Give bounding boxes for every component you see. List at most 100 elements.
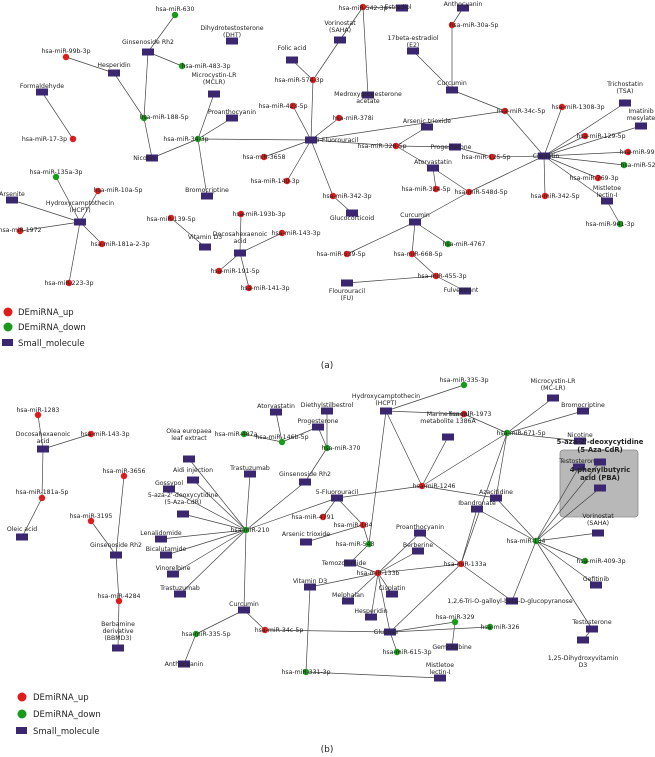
node-label: hsa-miR-3195 xyxy=(70,513,113,520)
small-molecule-marker xyxy=(16,533,28,541)
edge-a29-a31 xyxy=(362,6,403,9)
small-molecule-marker xyxy=(635,122,647,130)
node-b58: Gefitinib xyxy=(583,576,609,589)
node-a55: hsa-miR-520b xyxy=(620,161,655,169)
edge-a2-a9 xyxy=(143,51,149,119)
edge-a65-a66 xyxy=(414,221,449,245)
node-a33: hsa-miR-30a-5p xyxy=(448,21,499,29)
node-a14: Bromocriptine xyxy=(185,187,229,200)
node-label: Azacitidine xyxy=(479,489,513,496)
node-label: Estradiol xyxy=(384,4,411,11)
node-label: hsa-miR-328-5p xyxy=(357,143,406,150)
node-label: hsa-miR-342-5p xyxy=(530,193,579,200)
node-b21: Aidi injection xyxy=(173,467,213,484)
node-a54: hsa-miR-99b-5p xyxy=(619,148,655,156)
node-a68: hsa-miR-668-5p xyxy=(393,250,443,258)
mirna-up-marker xyxy=(65,279,73,287)
small-molecule-marker xyxy=(577,407,589,415)
node-label: Trastuzumab xyxy=(229,465,270,472)
node-a13: Nicotin xyxy=(133,154,158,162)
node-a29: hsa-miR-542-3p xyxy=(338,3,388,12)
small-molecule-marker xyxy=(407,47,419,55)
node-b57: 1,2,6-Tri-O-galloyl-beta-D-glucopyranose xyxy=(447,597,573,605)
small-molecule-marker xyxy=(490,494,502,502)
legend-panel-b: DEmiRNA_up DEmiRNA_down Small_molecule xyxy=(16,692,101,737)
mirna-up-marker xyxy=(460,410,468,418)
panel-b-edges xyxy=(21,384,601,679)
edge-b19-b33 xyxy=(495,432,508,499)
mirna-up-marker xyxy=(488,153,496,161)
small-molecule-marker xyxy=(37,445,49,453)
node-label: Gefitinib xyxy=(583,576,609,583)
node-label: hsa-miR-188-5p xyxy=(139,114,188,121)
mirna-up-marker xyxy=(359,3,367,11)
edge-b59-b64 xyxy=(195,609,245,635)
edge-b50-b55 xyxy=(347,572,379,602)
edge-b46-b50 xyxy=(377,550,419,574)
mirna-down-marker xyxy=(620,161,628,169)
node-label: hsa-miR-34-3p xyxy=(163,136,208,143)
node-b64: hsa-miR-335-5p xyxy=(181,630,231,638)
edge-a58-a60 xyxy=(432,167,470,193)
small-molecule-marker xyxy=(226,37,238,45)
node-a53: Cisplatin xyxy=(533,152,559,160)
node-a31: Estradiol xyxy=(384,4,412,12)
small-molecule-marker xyxy=(163,485,175,493)
mirna-up-marker xyxy=(261,626,269,634)
node-label: hsa-miR-1283 xyxy=(17,407,60,414)
edge-b1-b3 xyxy=(37,414,44,450)
small-molecule-marker xyxy=(342,597,354,605)
mirna-down-marker xyxy=(178,62,186,70)
small-molecule-marker xyxy=(346,209,358,217)
mirna-down-marker xyxy=(532,537,540,545)
edge-a41-a46 xyxy=(310,139,397,147)
edge-a5-a6 xyxy=(65,56,115,74)
edge-b16-b24 xyxy=(304,447,328,483)
node-label: hsa-miR-542-3p xyxy=(338,5,387,12)
node-a23: hsa-miR-193b-3p xyxy=(232,210,286,218)
node-label: hsa-miR-574-3p xyxy=(274,77,323,84)
small-molecule-marker xyxy=(312,423,324,431)
node-label: hsa-miR-181a-5p xyxy=(16,489,69,496)
small-molecule-marker xyxy=(234,249,246,257)
mirna-up-marker xyxy=(38,494,46,502)
mirna-up-marker xyxy=(541,192,549,200)
node-label: Ginsenoside Rh2 xyxy=(122,39,174,46)
edge-b66-b65 xyxy=(264,629,391,633)
small-molecule-marker xyxy=(300,538,312,546)
edge-a46-a47 xyxy=(395,145,456,148)
small-molecule-marker xyxy=(286,56,298,64)
node-label: hsa-miR-99b-3p xyxy=(41,48,90,55)
mirna-up-marker xyxy=(98,240,106,248)
node-label: hsa-miR-135a-3p xyxy=(30,169,83,176)
node-b32: hsa-miR-4791 xyxy=(292,513,335,521)
edge-b7-b14 xyxy=(275,411,283,443)
mirna-up-marker xyxy=(558,103,566,111)
small-molecule-marker xyxy=(362,91,374,99)
node-a59: hsa-miR-324-5p xyxy=(401,185,451,193)
edge-a53-a55 xyxy=(543,155,625,166)
edge-b50-b66 xyxy=(377,572,391,633)
node-a52: hsa-miR-129-5p xyxy=(576,132,626,140)
edge-a52-a53 xyxy=(543,135,586,157)
mirna-up-marker xyxy=(69,135,77,143)
node-label: Temozolomide xyxy=(321,560,367,567)
node-b40: Arsenic trioxide xyxy=(282,531,330,546)
node-a35: Folic acid xyxy=(278,45,306,64)
node-a58: Atorvastatin xyxy=(414,159,452,172)
edge-b64-b71 xyxy=(183,633,197,665)
edge-a18-a21 xyxy=(68,221,81,284)
edge-b43-b42 xyxy=(535,532,599,542)
mirna-down-marker xyxy=(365,540,373,548)
mirna-up-marker xyxy=(87,430,95,438)
node-label: hsa-miR-335-5p xyxy=(181,631,230,638)
legend-panel-a: DEmiRNA_up DEmiRNA_down Small_molecule xyxy=(2,307,86,349)
mirna-down-marker xyxy=(194,135,202,143)
small-molecule-marker xyxy=(594,458,606,466)
node-label: hsa-miR-539-5p xyxy=(316,251,365,258)
